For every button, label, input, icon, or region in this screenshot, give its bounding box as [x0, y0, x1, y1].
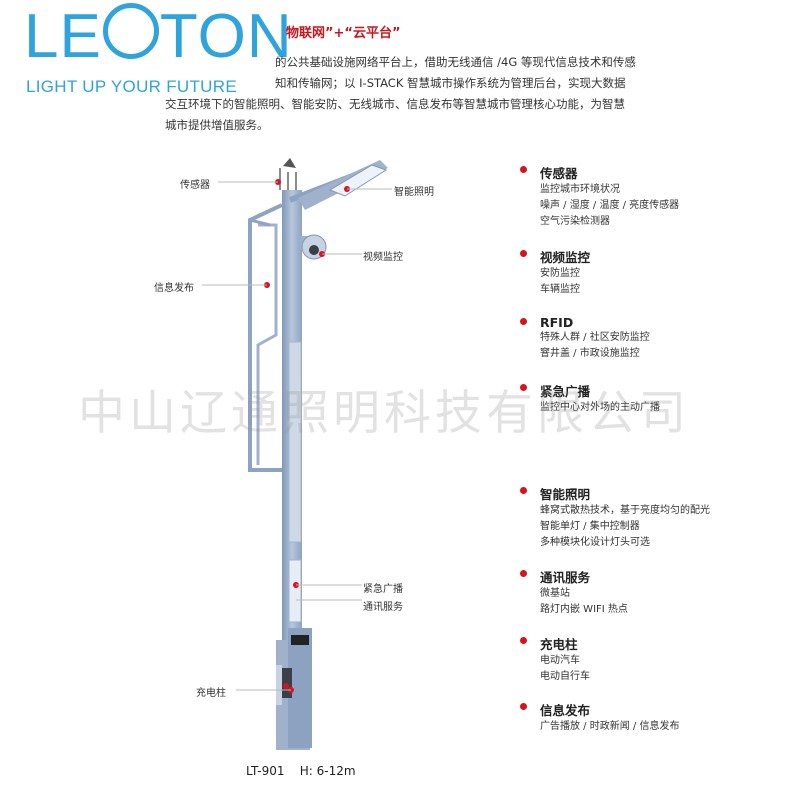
callout-video: 视频监控 [363, 252, 403, 263]
feature-line: 车辆监控 [540, 284, 580, 295]
feature-smart-lighting: 智能照明 蜂窝式散热技术，基于亮度均匀的配光 智能单灯 / 集中控制器 多种模块… [520, 484, 710, 551]
feature-line: 微基站 [540, 588, 570, 599]
intro-paragraph: 的公共基础设施网络平台上，借助无线通信 /4G 等现代信息技术和传感 知和传输网… [165, 52, 735, 136]
callout-comm: 通讯服务 [363, 602, 403, 613]
feature-line: 监控城市环境状况 [540, 184, 620, 195]
feature-title: 充电柱 [540, 637, 578, 652]
callout-emergency: 紧急广播 [363, 584, 403, 595]
callout-smart-lighting: 智能照明 [394, 187, 434, 198]
logo-text-right: TON [159, 2, 293, 71]
feature-video: 视频监控 安防监控 车辆监控 [520, 247, 590, 298]
feature-title: 信息发布 [540, 703, 591, 718]
feature-sensor: 传感器 监控城市环境状况 噪声 / 湿度 / 温度 / 亮度传感器 空气污染检测… [520, 163, 679, 230]
feature-rfid: RFID 特殊人群 / 社区安防监控 窨井盖 / 市政设施监控 [520, 315, 650, 362]
feature-line: 广告播放 / 时政新闻 / 信息发布 [540, 721, 680, 732]
feature-line: 安防监控 [540, 268, 580, 279]
frame-left [248, 203, 283, 472]
brand-tagline: LIGHT UP YOUR FUTURE [26, 77, 237, 96]
feature-emergency: 紧急广播 监控中心对外场的主动广播 [520, 381, 660, 416]
feature-line: 多种模块化设计灯头可选 [540, 537, 650, 548]
brand-logo: LE TON [24, 2, 293, 72]
callout-charging: 充电柱 [196, 688, 226, 699]
callout-info-release: 信息发布 [154, 283, 194, 294]
feature-line: 噪声 / 湿度 / 温度 / 亮度传感器 [540, 200, 680, 211]
feature-title: 传感器 [540, 166, 578, 181]
feature-line: 窨井盖 / 市政设施监控 [540, 348, 640, 359]
feature-line: 电动自行车 [540, 671, 590, 682]
feature-line: 电动汽车 [540, 655, 580, 666]
feature-line: 监控中心对外场的主动广播 [540, 402, 660, 413]
intro-line: 城市提供增值服务。 [165, 118, 269, 132]
intro-line: 的公共基础设施网络平台上，借助无线通信 /4G 等现代信息技术和传感 [275, 55, 636, 69]
company-watermark: 中山辽通照明科技有限公司 [78, 386, 690, 441]
feature-line: 智能单灯 / 集中控制器 [540, 521, 640, 532]
feature-line: 蜂窝式散热技术，基于亮度均匀的配光 [540, 505, 710, 516]
feature-title: 紧急广播 [540, 384, 591, 399]
callout-sensor: 传感器 [180, 180, 210, 191]
feature-title: 通讯服务 [540, 570, 591, 585]
logo-text-left: LE [24, 2, 102, 71]
intro-line: 交互环境下的智能照明、智能安防、无线城市、信息发布等智慧城市管理核心功能，为智慧 [165, 97, 625, 111]
feature-line: 路灯内嵌 WIFI 热点 [540, 604, 628, 615]
feature-info-release: 信息发布 广告播放 / 时政新闻 / 信息发布 [520, 700, 679, 735]
feature-title: RFID [540, 315, 574, 330]
feature-title: 视频监控 [540, 250, 591, 265]
feature-title: 智能照明 [540, 487, 591, 502]
logo-o-ring [102, 3, 159, 59]
feature-line: 特殊人群 / 社区安防监控 [540, 332, 650, 343]
intro-line: 知和传输网；以 I-STACK 智慧城市操作系统为管理后台，实现大数据 [275, 76, 626, 90]
feature-charging: 充电柱 电动汽车 电动自行车 [520, 634, 590, 685]
model-caption: LT-901 H: 6-12m [246, 764, 356, 778]
feature-comm: 通讯服务 微基站 路灯内嵌 WIFI 热点 [520, 567, 628, 618]
feature-line: 空气污染检测器 [540, 216, 610, 227]
headline: 物联网”+“云平台” [286, 26, 401, 41]
lamp-head [328, 164, 388, 197]
